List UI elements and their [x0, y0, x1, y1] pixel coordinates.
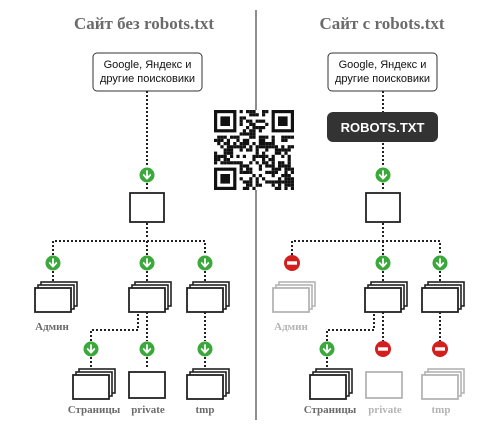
left-tmp-stack — [186, 368, 230, 400]
right-root-page — [365, 192, 401, 223]
left-section-pages — [186, 281, 230, 313]
right-engines-line2: другие поисковики — [335, 73, 430, 85]
allow-icon — [374, 254, 392, 272]
right-label-tmp: tmp — [432, 404, 451, 416]
left-section-pages — [128, 281, 172, 313]
right-connectors — [291, 91, 441, 369]
left-private-page — [128, 371, 166, 399]
left-label-private: private — [131, 404, 165, 416]
no-entry-icon — [284, 255, 300, 271]
allow-icon — [82, 340, 100, 358]
robots-txt-label: ROBOTS.TXT — [341, 120, 425, 135]
left-panel: Сайт без robots.txt Google, Яндекс и дру… — [34, 14, 230, 416]
left-pages-stack — [72, 368, 116, 400]
left-title: Сайт без robots.txt — [74, 14, 214, 33]
left-label-tmp: tmp — [196, 404, 215, 416]
right-private-page-blocked — [365, 371, 403, 399]
robots-txt-block — [327, 112, 438, 142]
allow-icon — [138, 254, 156, 272]
allow-icon — [196, 254, 214, 272]
right-section-pages — [421, 281, 465, 313]
allow-icon — [431, 254, 449, 272]
allow-icon — [138, 166, 156, 184]
right-title: Сайт с robots.txt — [319, 14, 444, 33]
left-connectors — [52, 91, 206, 369]
no-entry-icon — [432, 341, 448, 357]
left-label-pages: Страницы — [68, 404, 121, 416]
allow-icon — [196, 340, 214, 358]
right-pages-stack — [309, 368, 353, 400]
right-label-admin: Админ — [274, 321, 308, 333]
no-entry-icon — [375, 341, 391, 357]
right-tmp-stack-blocked — [421, 368, 465, 400]
right-section-pages — [364, 281, 408, 313]
allow-icon — [44, 254, 62, 272]
right-engines-line1: Google, Яндекс и — [339, 59, 427, 71]
right-admin-pages-blocked — [272, 281, 316, 313]
left-admin-pages — [34, 281, 78, 313]
qr-code-modules — [214, 110, 294, 190]
right-panel: Сайт с robots.txt Google, Яндекс и други… — [272, 14, 465, 416]
allow-icon — [138, 340, 156, 358]
right-label-pages: Страницы — [304, 404, 357, 416]
left-engines-line1: Google, Яндекс и — [104, 59, 192, 71]
left-root-page — [129, 192, 165, 223]
right-label-private: private — [368, 404, 402, 416]
allow-icon — [318, 340, 336, 358]
allow-icon — [374, 166, 392, 184]
left-engines-line2: другие поисковики — [100, 73, 195, 85]
left-label-admin: Админ — [35, 321, 69, 333]
